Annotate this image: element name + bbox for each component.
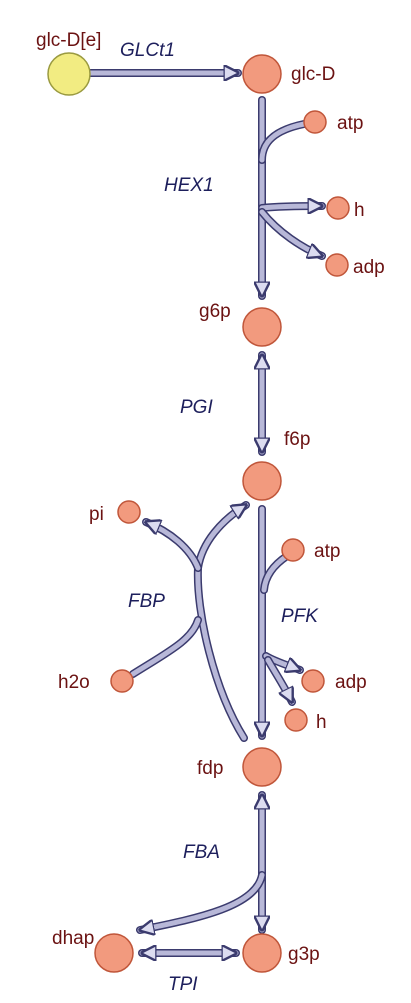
label-f6p: f6p xyxy=(284,429,310,450)
label-g3p: g3p xyxy=(288,944,320,965)
label-atp-2: atp xyxy=(314,541,340,562)
label-pi: pi xyxy=(89,504,104,525)
hex1-reaction-edge[interactable] xyxy=(262,96,326,300)
node-adp-1[interactable] xyxy=(325,253,349,277)
label-g6p: g6p xyxy=(199,301,231,322)
node-atp-1[interactable] xyxy=(303,110,327,134)
label-tpi: TPI xyxy=(168,974,198,995)
node-adp-2[interactable] xyxy=(301,669,325,693)
pfk-reaction-edge[interactable] xyxy=(262,505,304,740)
node-h2o[interactable] xyxy=(110,669,134,693)
node-dhap[interactable] xyxy=(94,933,134,973)
label-hex1: HEX1 xyxy=(164,175,214,196)
label-glc-d: glc-D xyxy=(291,64,335,85)
node-fdp[interactable] xyxy=(242,747,282,787)
label-fbp: FBP xyxy=(128,591,165,612)
node-atp-2[interactable] xyxy=(281,538,305,562)
label-h2o: h2o xyxy=(58,672,90,693)
label-fdp: fdp xyxy=(197,758,223,779)
node-h-2[interactable] xyxy=(284,708,308,732)
node-pi[interactable] xyxy=(117,500,141,524)
node-f6p[interactable] xyxy=(242,461,282,501)
fba-reaction-edge[interactable] xyxy=(136,791,262,930)
node-glc-e[interactable] xyxy=(47,52,91,96)
node-h-1[interactable] xyxy=(326,196,350,220)
label-glc-e: glc-D[e] xyxy=(36,30,101,51)
label-glct1: GLCt1 xyxy=(120,40,175,61)
label-adp-2: adp xyxy=(335,672,367,693)
label-h-1: h xyxy=(354,200,365,221)
label-pgi: PGI xyxy=(180,397,213,418)
node-g6p[interactable] xyxy=(242,307,282,347)
label-dhap: dhap xyxy=(52,928,94,949)
node-g3p[interactable] xyxy=(242,933,282,973)
label-adp-1: adp xyxy=(353,257,385,278)
label-pfk: PFK xyxy=(281,606,319,627)
label-fba: FBA xyxy=(183,842,220,863)
fbp-reaction-edge[interactable] xyxy=(129,501,250,742)
node-glc-d[interactable] xyxy=(242,54,282,94)
label-h-2: h xyxy=(316,712,327,733)
label-atp-1: atp xyxy=(337,113,363,134)
